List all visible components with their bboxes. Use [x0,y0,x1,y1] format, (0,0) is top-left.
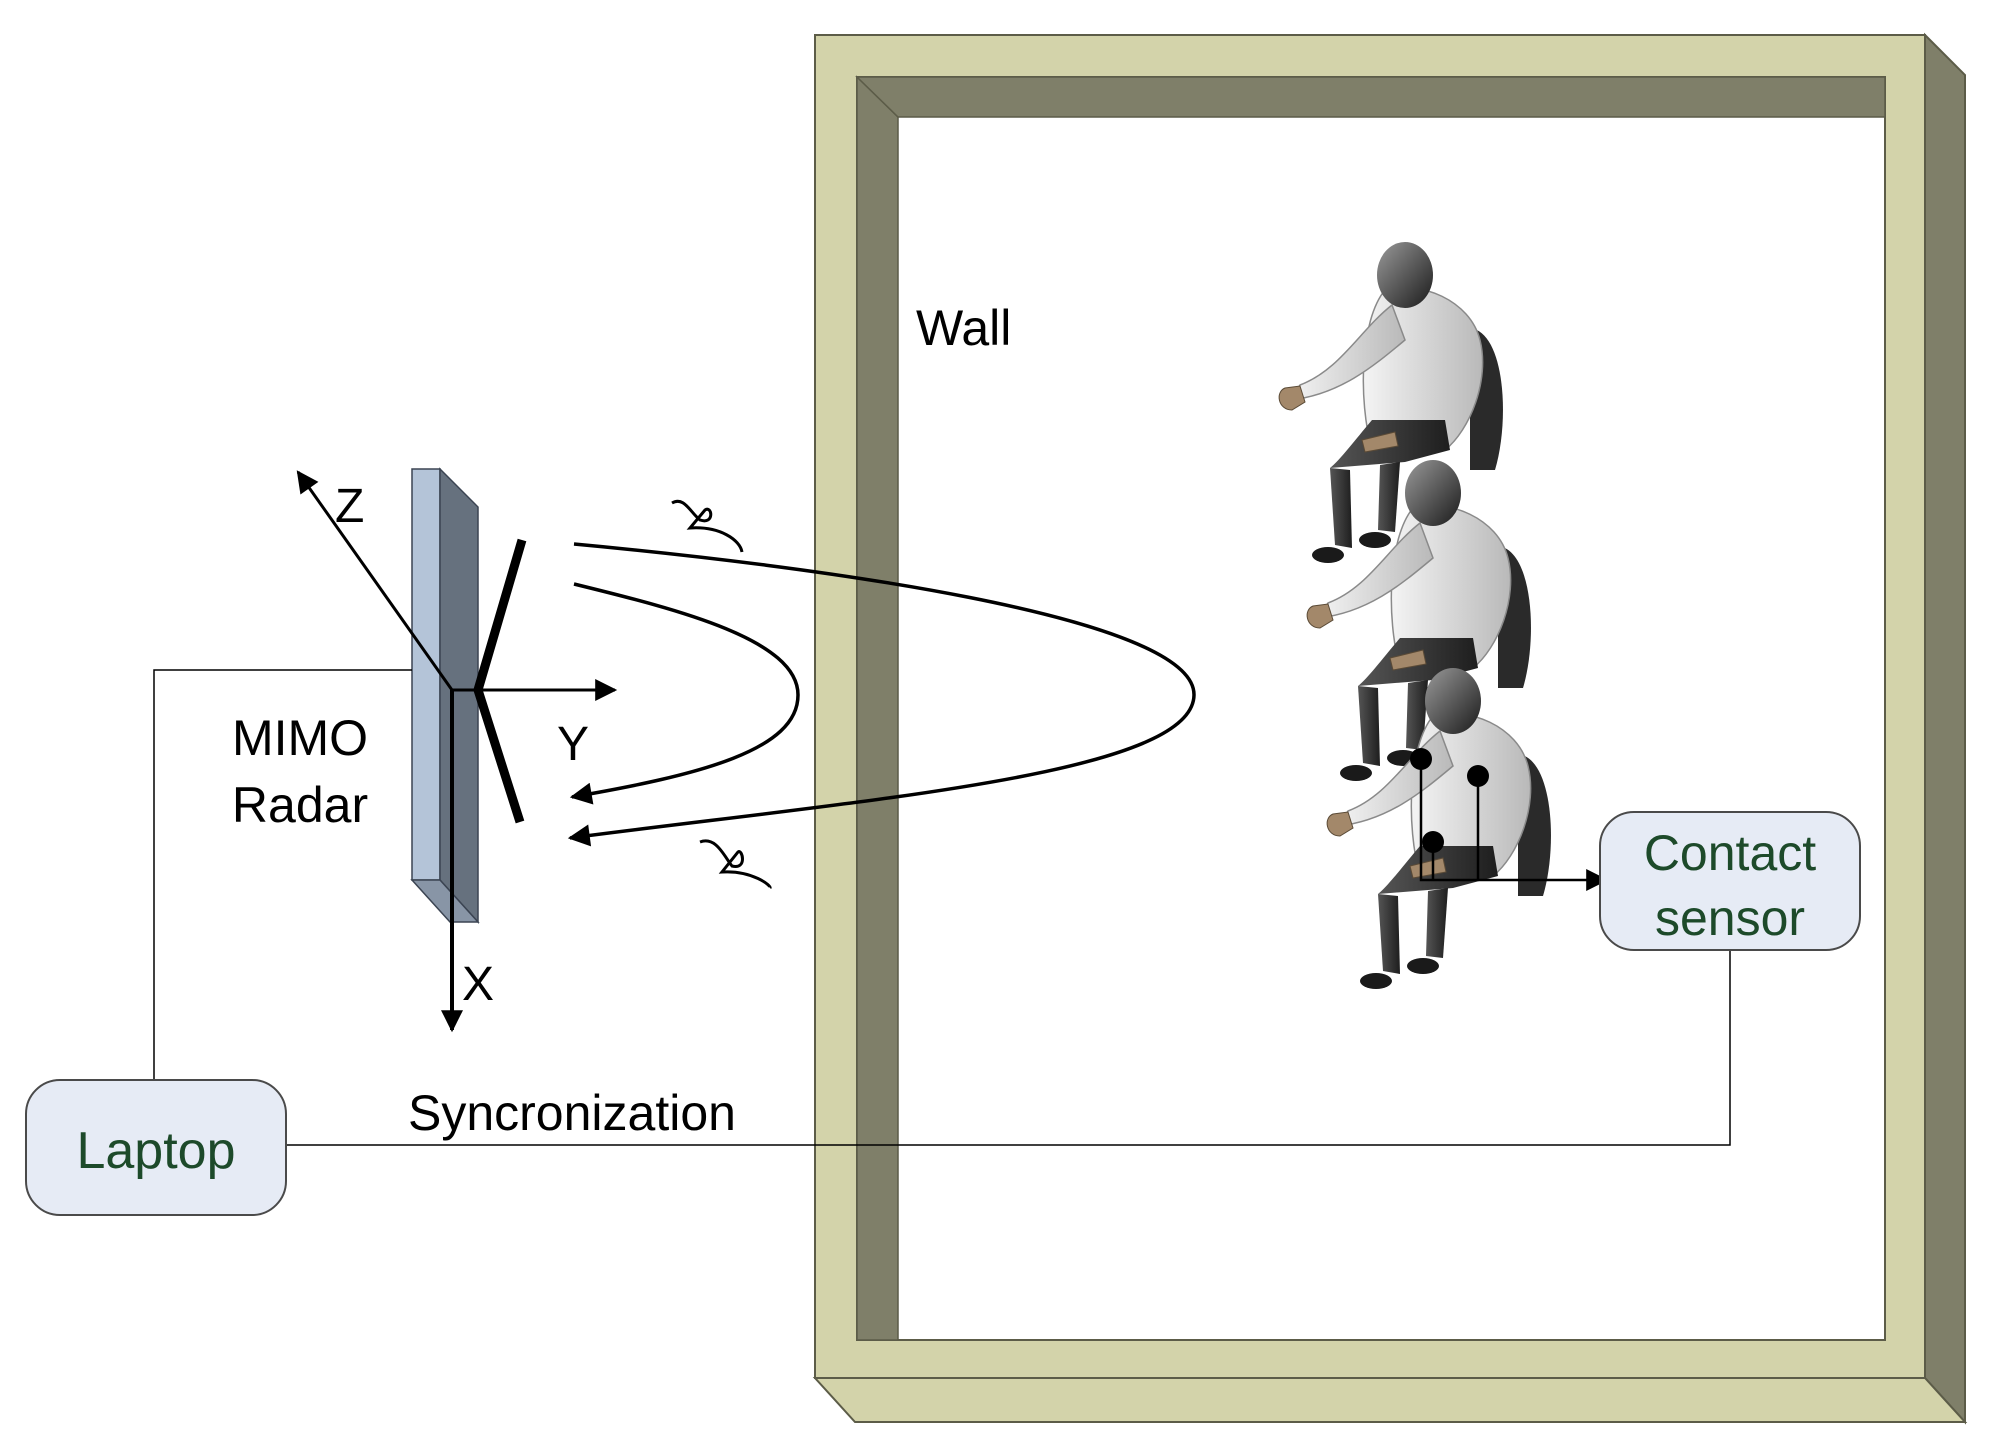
contact-sensor-box [1599,811,1861,951]
wavy-break-icon [671,499,744,553]
contact-sensor-label-line1: Contact [1644,825,1816,881]
z-axis-label: Z [335,480,364,533]
sync-line [286,950,1731,1146]
radar-label-line1: MIMO [232,710,368,766]
y-axis-label: Y [557,718,589,771]
signal-path-long [567,542,1196,847]
radar-laptop-line [153,669,412,1080]
z-axis-arrow [296,470,454,691]
laptop-label: Laptop [76,1122,235,1180]
laptop-box [25,1079,287,1216]
signal-path-short [569,582,800,805]
radar-panel [410,467,480,924]
wavy-break-icon [699,839,772,890]
sync-label: Syncronization [408,1085,736,1141]
radar-antenna [473,538,527,824]
radar-label-line2: Radar [232,777,368,833]
wall-frame [812,32,1968,1425]
x-axis-label: X [462,958,494,1011]
wall-label: Wall [916,300,1011,356]
contact-sensor-label-line2: sensor [1655,890,1805,946]
contact-electrodes [1410,748,1600,882]
seated-mannequin-icon [1278,242,1503,563]
